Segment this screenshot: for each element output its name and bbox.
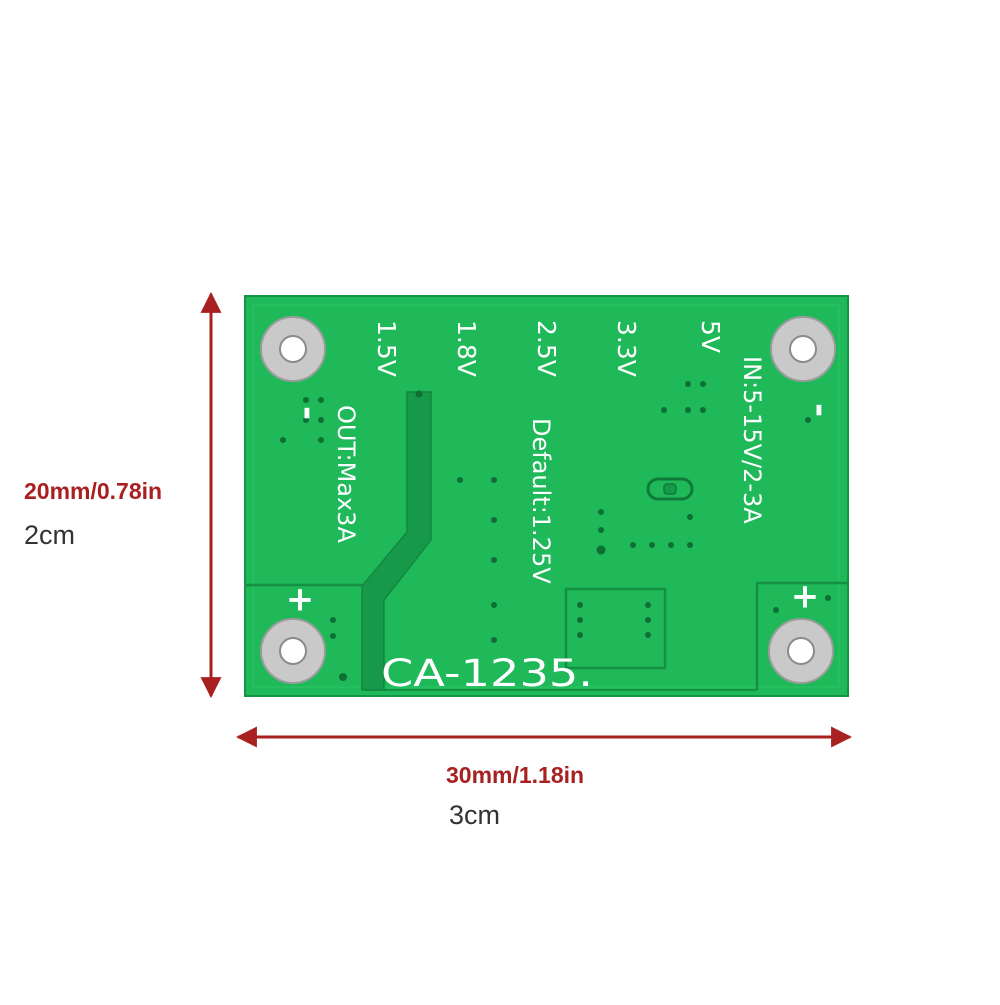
plus-marker-right: + (791, 577, 820, 617)
mounting-hole-bottom-right (768, 618, 834, 684)
default-voltage-label: Default:1.25V (527, 418, 555, 584)
output-rating-label: OUT:Max3A (332, 405, 360, 543)
mounting-hole-top-left (260, 316, 326, 382)
mounting-hole-bottom-left (260, 618, 326, 684)
width-inch-label: 30mm/1.18in (446, 762, 585, 788)
voltage-option-3-3v: 3.3V (612, 320, 641, 377)
voltage-option-1-8v: 1.8V (452, 320, 481, 377)
voltage-option-5v: 5V (696, 320, 725, 353)
minus-marker-right: - (800, 403, 840, 417)
minus-marker-left: - (288, 406, 328, 420)
right-terminal-divider (755, 581, 848, 690)
solder-jumper (646, 477, 694, 501)
model-label: CA-1235. (381, 652, 593, 695)
output-trace (361, 391, 432, 691)
height-cm-label: 2cm (24, 520, 76, 550)
mounting-hole-top-right (770, 316, 836, 382)
pcb-board: - - + + 1.5V 1.8V 2.5V 3.3V 5V OUT:Max3A… (244, 295, 849, 697)
via-holes (280, 381, 831, 681)
input-rating-label: IN:5-15V/2-3A (738, 356, 766, 524)
voltage-option-2-5v: 2.5V (532, 320, 561, 377)
voltage-option-1-5v: 1.5V (372, 320, 401, 377)
plus-marker-left: + (286, 580, 315, 620)
pcb-substrate (244, 295, 849, 697)
chip-footprint (564, 587, 667, 670)
width-cm-label: 3cm (449, 800, 501, 830)
height-inch-label: 20mm/0.78in (24, 478, 163, 504)
